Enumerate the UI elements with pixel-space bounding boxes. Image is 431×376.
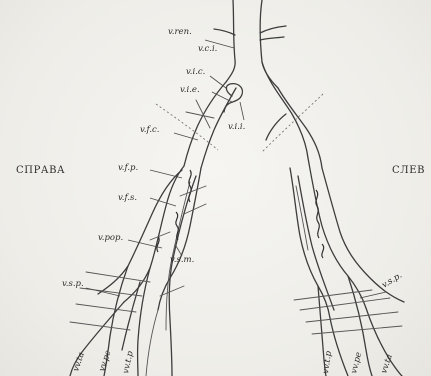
left-leg-veins: [290, 158, 404, 376]
label-v-f-c: v.f.c.: [140, 125, 160, 135]
label-v-c-i: v.c.i.: [198, 44, 217, 54]
label-v-i-c: v.i.c.: [186, 67, 205, 77]
label-v-f-s: v.f.s.: [118, 193, 137, 203]
inferior-vena-cava: [226, 0, 278, 88]
label-vv-tp-left: vv.t.p: [321, 350, 334, 375]
side-label-left: СЛЕВ: [392, 165, 425, 176]
label-v-f-p: v.f.p.: [118, 163, 138, 173]
label-vv-tp-right: vv.t.p: [121, 350, 136, 375]
label-v-ren: v.ren.: [168, 27, 192, 37]
label-v-s-p-left: v.s.p.: [380, 271, 404, 291]
renal-vein: [214, 26, 286, 40]
label-v-i-e: v.i.e.: [180, 85, 200, 95]
label-v-i-i: v.i.i.: [228, 122, 245, 132]
label-vv-ta-right: vv.ta: [71, 351, 87, 373]
label-v-pop: v.pop.: [98, 233, 123, 243]
label-v-s-p-right: v.s.p.: [62, 279, 84, 289]
label-vv-pe-right: vv.pe: [97, 349, 113, 373]
level-lines-left-leg: [294, 290, 402, 334]
label-vv-pe-left: vv.pe: [349, 351, 364, 375]
side-label-right: СПРАВА: [16, 165, 65, 176]
label-v-s-m: v.s.m.: [170, 255, 194, 265]
inguinal-line-left: [262, 94, 323, 152]
left-iliac-veins: [262, 62, 322, 168]
